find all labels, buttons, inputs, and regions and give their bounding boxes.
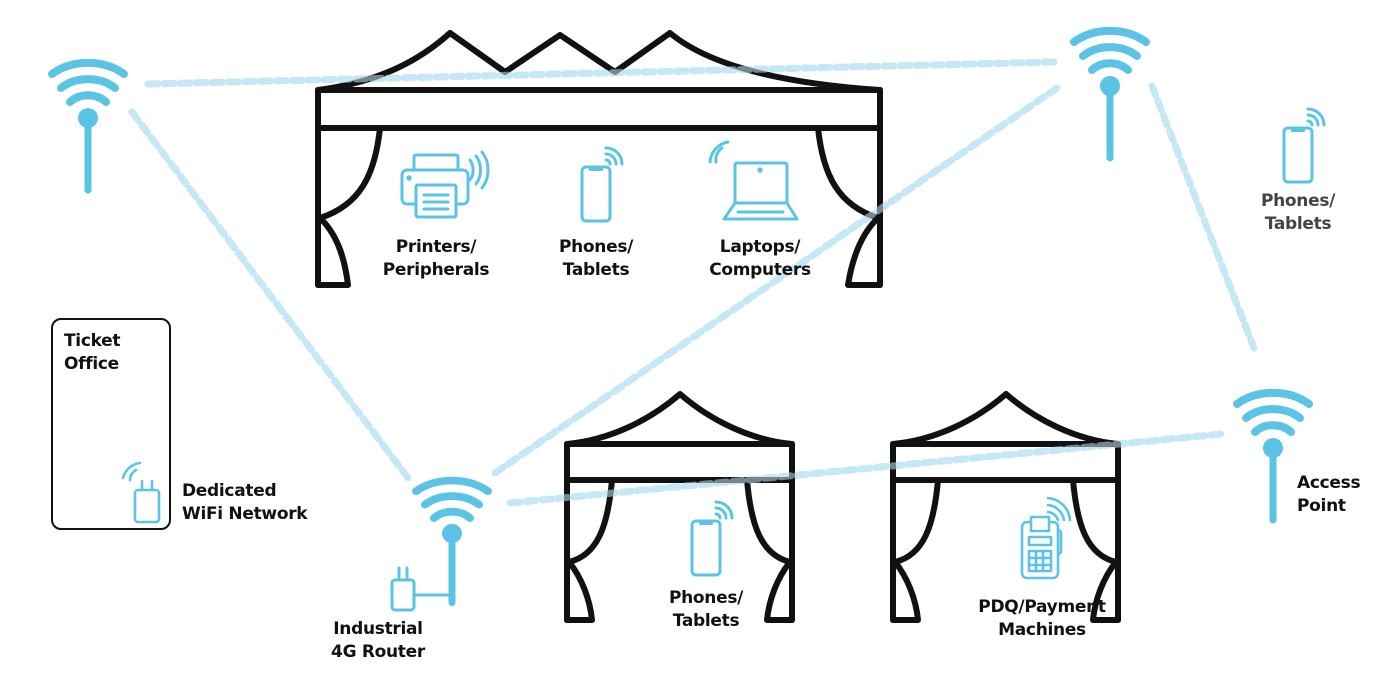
link-topright-accesspoint <box>1148 82 1258 352</box>
label-line: Ticket <box>64 331 121 351</box>
label-line: 4G Router <box>331 642 425 662</box>
laptops-label: Laptops/ Computers <box>709 236 811 282</box>
ticket-office-label: Ticket Office <box>64 330 121 376</box>
phone-icon <box>580 146 624 223</box>
label-line: Tablets <box>1264 214 1332 234</box>
label-line: Peripherals <box>382 260 490 280</box>
power-adapter-icon <box>390 566 452 612</box>
label-line: Machines <box>998 620 1086 640</box>
label-line: Tablets <box>672 611 740 631</box>
phone-icon <box>690 500 734 577</box>
label-line: Phones/ <box>1260 191 1336 211</box>
payment-terminal-icon <box>1020 496 1072 580</box>
label-line: Phones/ <box>668 588 744 608</box>
dedicated-wifi-label: Dedicated WiFi Network <box>182 480 308 526</box>
small-tent-right <box>890 391 1121 623</box>
router-label: Industrial 4G Router <box>331 618 425 664</box>
small-tent-phones-label: Phones/ Tablets <box>669 587 743 633</box>
wifi-antenna-icon <box>416 481 488 603</box>
label-line: Phones/ <box>558 237 634 257</box>
printer-icon <box>400 150 490 219</box>
label-line: Computers <box>709 260 811 280</box>
label-line: WiFi Network <box>182 504 308 524</box>
ticket-office-box <box>51 318 171 530</box>
wireless-adapter-icon <box>121 461 161 524</box>
phones-label: Phones/ Tablets <box>559 236 633 282</box>
payment-machines-label: PDQ/Payment Machines <box>978 596 1106 642</box>
printers-label: Printers/ Peripherals <box>383 236 490 282</box>
link-overlay <box>144 58 1226 507</box>
label-line: Access <box>1297 473 1361 493</box>
label-line: Printers/ <box>395 237 477 257</box>
label-line: Industrial <box>333 619 423 639</box>
phone-icon <box>1282 107 1326 184</box>
label-line: Laptops/ <box>719 237 801 257</box>
wifi-antenna-icon <box>52 63 124 190</box>
label-line: Dedicated <box>182 481 277 501</box>
label-line: PDQ/Payment <box>978 597 1106 617</box>
label-line: Office <box>64 354 119 374</box>
label-line: Point <box>1297 496 1346 516</box>
laptop-icon <box>708 140 799 221</box>
access-point-label: Access Point <box>1297 472 1361 518</box>
link-topleft-router <box>128 108 412 482</box>
small-tent-left <box>564 391 795 623</box>
label-line: Tablets <box>562 260 630 280</box>
wifi-antenna-icon <box>1074 31 1146 158</box>
outdoor-phones-label: Phones/ Tablets <box>1261 190 1335 236</box>
